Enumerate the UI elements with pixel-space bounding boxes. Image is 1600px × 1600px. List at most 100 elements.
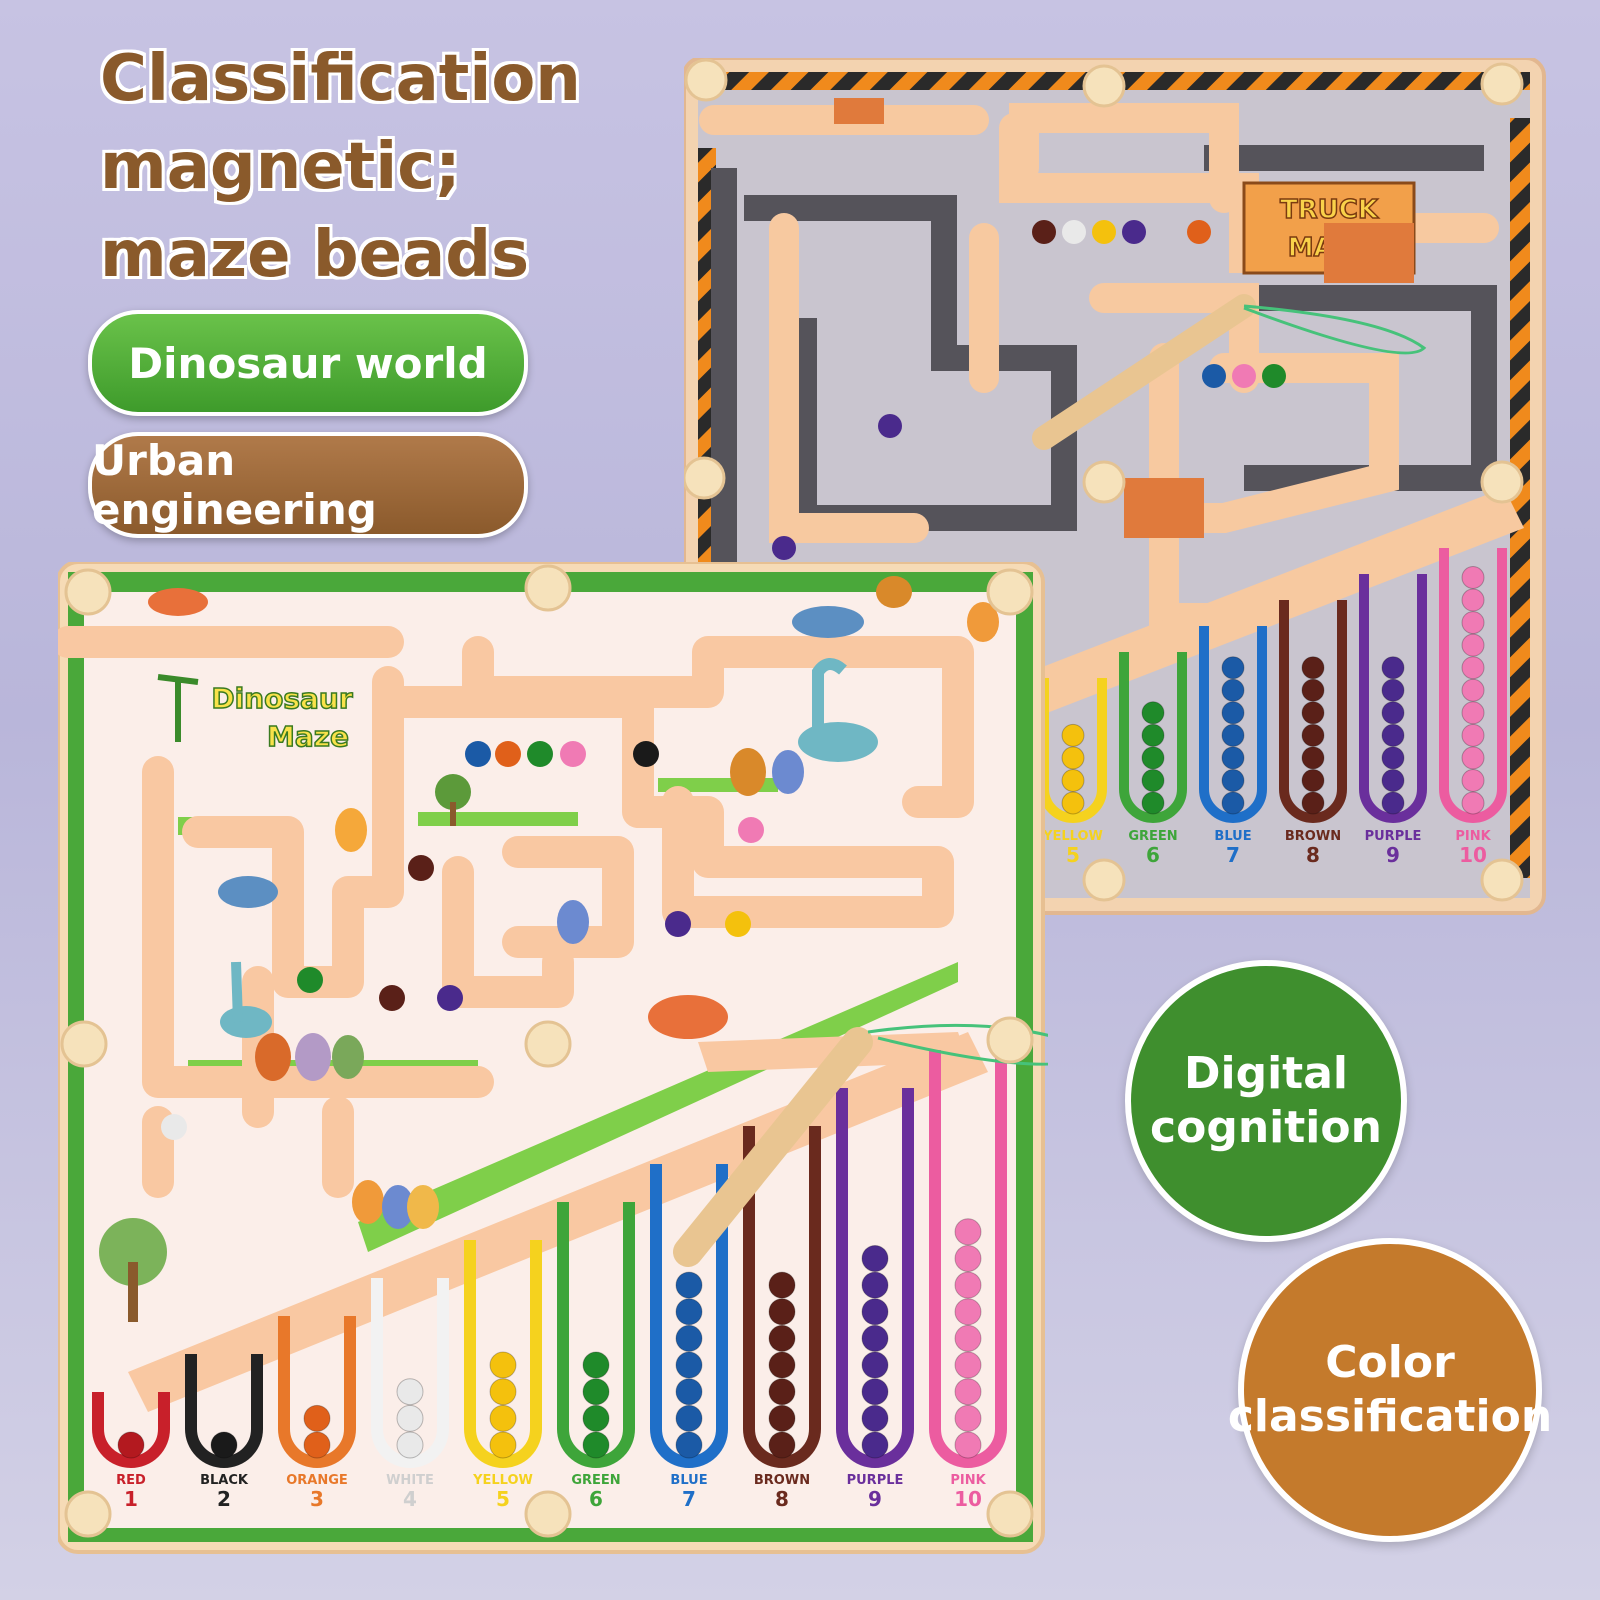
truck-bead-pink[interactable] <box>1461 678 1485 702</box>
dinosaur-bead-pink[interactable] <box>954 1324 982 1352</box>
truck-bead-pink[interactable] <box>1461 588 1485 612</box>
truck-bead-blue[interactable] <box>1221 791 1245 815</box>
truck-bead-pink[interactable] <box>1461 566 1485 589</box>
truck-bead-brown[interactable] <box>1301 723 1325 747</box>
dinosaur-bead-blue[interactable] <box>675 1378 703 1406</box>
dinosaur-bead-blue[interactable] <box>675 1351 703 1379</box>
dinosaur-tube-label: WHITE <box>386 1473 434 1488</box>
dinosaur-bead-yellow[interactable] <box>489 1431 517 1459</box>
dinosaur-bead-purple[interactable] <box>861 1298 889 1326</box>
dinosaur-bead-yellow[interactable] <box>489 1404 517 1432</box>
dinosaur-bead-green[interactable] <box>582 1404 610 1432</box>
dinosaur-bead-pink[interactable] <box>954 1351 982 1379</box>
dinosaur-bead-yellow[interactable] <box>489 1378 517 1406</box>
truck-bead-purple[interactable] <box>1381 678 1405 702</box>
magnetic-wand-icon[interactable] <box>673 1023 1048 1267</box>
truck-bead-yellow[interactable] <box>1061 746 1085 770</box>
truck-bead-green[interactable] <box>1141 723 1165 747</box>
dinosaur-bead-green[interactable] <box>582 1378 610 1406</box>
truck-bead-brown[interactable] <box>1301 791 1325 815</box>
truck-bead-pink[interactable] <box>1461 611 1485 635</box>
dinosaur-bead-brown[interactable] <box>768 1298 796 1326</box>
dinosaur-bead-brown[interactable] <box>768 1351 796 1379</box>
dinosaur-bead-pink[interactable] <box>954 1431 982 1459</box>
truck-bead-purple[interactable] <box>1381 791 1405 815</box>
dinosaur-bead-blue[interactable] <box>675 1431 703 1459</box>
dinosaur-bead-purple[interactable] <box>861 1324 889 1352</box>
dinosaur-tube-number: 3 <box>310 1487 324 1511</box>
dinosaur-bead-red[interactable] <box>117 1431 145 1459</box>
truck-tube-label: YELLOW <box>1042 829 1103 844</box>
truck-bead-blue[interactable] <box>1221 768 1245 792</box>
dinosaur-bead-blue[interactable] <box>675 1324 703 1352</box>
dinosaur-color-tubes: RED1BLACK2ORANGE3WHITE4YELLOW5GREEN6BLUE… <box>92 1050 1007 1511</box>
dinosaur-bead-white[interactable] <box>396 1431 424 1459</box>
dinosaur-bead-white[interactable] <box>396 1378 424 1406</box>
dinosaur-tube-number: 9 <box>868 1487 882 1511</box>
dinosaur-bead-orange[interactable] <box>303 1404 331 1432</box>
truck-bead-purple[interactable] <box>1381 656 1405 680</box>
truck-bead-brown[interactable] <box>1301 768 1325 792</box>
truck-bead-yellow[interactable] <box>1061 791 1085 815</box>
dinosaur-bead-purple[interactable] <box>861 1271 889 1299</box>
dinosaur-tube-label: PURPLE <box>847 1473 904 1488</box>
dinosaur-bead-purple[interactable] <box>861 1378 889 1406</box>
truck-bead-blue[interactable] <box>1221 656 1245 680</box>
truck-bead-green[interactable] <box>1141 791 1165 815</box>
truck-bead-purple[interactable] <box>1381 746 1405 770</box>
dinosaur-bead-pink[interactable] <box>954 1271 982 1299</box>
dinosaur-bead-brown[interactable] <box>768 1271 796 1299</box>
magnetic-wand-icon[interactable] <box>1032 294 1427 450</box>
truck-bead-pink[interactable] <box>1461 633 1485 657</box>
dinosaur-bead-brown[interactable] <box>768 1378 796 1406</box>
dinosaur-bead-green[interactable] <box>582 1431 610 1459</box>
truck-bead-yellow[interactable] <box>1061 768 1085 792</box>
urban-engineering-pill: Urban engineering <box>88 432 528 538</box>
truck-bead-pink[interactable] <box>1461 746 1485 770</box>
dinosaur-bead-purple[interactable] <box>861 1351 889 1379</box>
dinosaur-bead-pink[interactable] <box>954 1244 982 1272</box>
truck-bead-brown[interactable] <box>1301 656 1325 680</box>
dinosaur-bead-black[interactable] <box>210 1431 238 1459</box>
tree-icon <box>99 674 471 1322</box>
truck-bead-green[interactable] <box>1141 768 1165 792</box>
truck-bead-blue[interactable] <box>1221 723 1245 747</box>
dinosaur-bead-pink[interactable] <box>954 1404 982 1432</box>
truck-bead-green[interactable] <box>1141 746 1165 770</box>
dinosaur-bead-white[interactable] <box>396 1404 424 1432</box>
dinosaur-bead-blue[interactable] <box>675 1404 703 1432</box>
dinosaur-bead-purple[interactable] <box>861 1404 889 1432</box>
truck-bead-brown[interactable] <box>1301 678 1325 702</box>
dinosaur-bead-purple[interactable] <box>861 1244 889 1272</box>
dinosaur-bead-blue[interactable] <box>675 1298 703 1326</box>
dinosaur-bead-purple[interactable] <box>861 1431 889 1459</box>
truck-bead-pink[interactable] <box>1461 701 1485 725</box>
truck-bead-pink[interactable] <box>1461 791 1485 815</box>
truck-bead-brown[interactable] <box>1301 701 1325 725</box>
truck-bead-pink[interactable] <box>1461 656 1485 680</box>
truck-tube-green <box>1119 652 1187 823</box>
dinosaur-bead-brown[interactable] <box>768 1431 796 1459</box>
dinosaur-bead-yellow[interactable] <box>489 1351 517 1379</box>
truck-bead-purple[interactable] <box>1381 768 1405 792</box>
dinosaur-bead-pink[interactable] <box>954 1218 982 1246</box>
truck-bead-purple[interactable] <box>1381 701 1405 725</box>
truck-bead-pink[interactable] <box>1461 768 1485 792</box>
truck-bead-purple[interactable] <box>1381 723 1405 747</box>
dinosaur-bead-blue[interactable] <box>675 1271 703 1299</box>
truck-bead-blue[interactable] <box>1221 701 1245 725</box>
dinosaur-bead-brown[interactable] <box>768 1404 796 1432</box>
dinosaur-tube-purple <box>836 1088 914 1468</box>
dinosaur-bead-brown[interactable] <box>768 1324 796 1352</box>
truck-tube-number: 6 <box>1146 843 1160 867</box>
dinosaur-bead-orange[interactable] <box>303 1431 331 1459</box>
truck-bead-brown[interactable] <box>1301 746 1325 770</box>
dinosaur-bead-green[interactable] <box>582 1351 610 1379</box>
dinosaur-bead-pink[interactable] <box>954 1298 982 1326</box>
dinosaur-bead-pink[interactable] <box>954 1378 982 1406</box>
truck-bead-blue[interactable] <box>1221 746 1245 770</box>
truck-bead-pink[interactable] <box>1461 723 1485 747</box>
truck-bead-green[interactable] <box>1141 701 1165 725</box>
truck-bead-yellow[interactable] <box>1061 723 1085 747</box>
truck-bead-blue[interactable] <box>1221 678 1245 702</box>
